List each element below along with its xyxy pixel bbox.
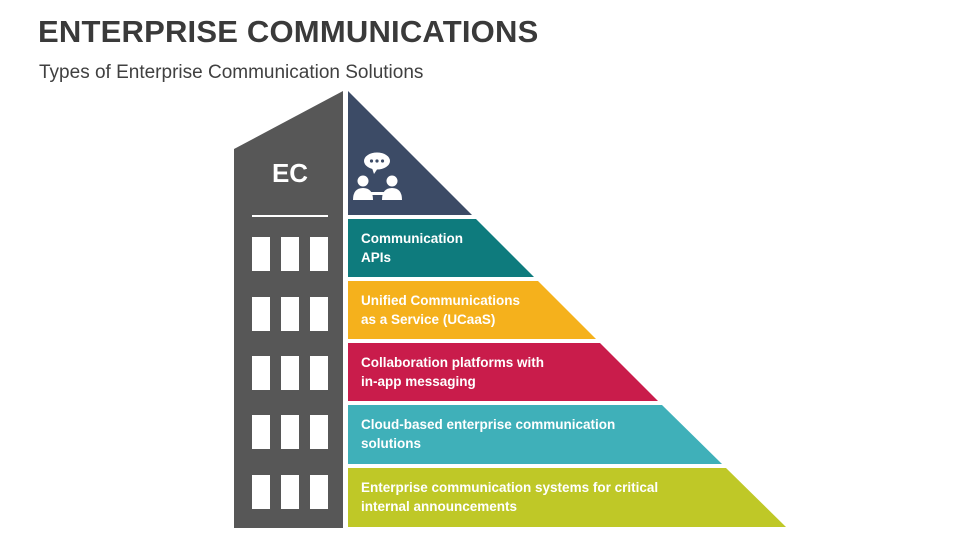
window-r4-c3 — [310, 415, 328, 449]
people-chat-icon — [353, 152, 402, 200]
window-r1-c3 — [310, 237, 328, 271]
page-subtitle: Types of Enterprise Communication Soluti… — [39, 62, 424, 83]
window-r4-c2 — [281, 415, 299, 449]
window-r5-c2 — [281, 475, 299, 509]
window-r3-c2 — [281, 356, 299, 390]
tier-2 — [348, 281, 596, 339]
window-r5-c1 — [252, 475, 270, 509]
tier-top — [348, 91, 472, 215]
tier-4-line-1: Cloud-based enterprise communication — [361, 417, 616, 432]
window-r1-c1 — [252, 237, 270, 271]
tier-5-label: Enterprise communication systems for cri… — [361, 478, 658, 516]
tier-3 — [348, 343, 658, 401]
window-r5-c3 — [310, 475, 328, 509]
tier-1 — [348, 219, 534, 277]
tier-3-label: Collaboration platforms with in-app mess… — [361, 353, 544, 391]
window-r1-c2 — [281, 237, 299, 271]
building — [234, 91, 343, 528]
tier-2-label: Unified Communications as a Service (UCa… — [361, 291, 520, 329]
tier-3-line-1: Collaboration platforms with — [361, 355, 545, 370]
tier-1-label: Communication APIs — [361, 229, 463, 267]
building-label: EC — [271, 158, 309, 188]
tier-2-line-1: Unified Communications — [361, 293, 521, 308]
window-r2-c1 — [252, 297, 270, 331]
window-r2-c2 — [281, 297, 299, 331]
tier-4-label: Cloud-based enterprise communication sol… — [361, 415, 615, 453]
tier-4-line-2: solutions — [361, 436, 421, 451]
window-r3-c1 — [252, 356, 270, 390]
tier-4 — [348, 405, 722, 464]
tier-5 — [348, 468, 786, 527]
page-title: ENTERPRISE COMMUNICATIONS — [38, 14, 539, 49]
tier-1-line-1: Communication — [361, 231, 464, 246]
window-r2-c3 — [310, 297, 328, 331]
tier-3-line-2: in-app messaging — [361, 374, 476, 389]
tier-1-line-2: APIs — [361, 250, 392, 265]
window-r4-c1 — [252, 415, 270, 449]
tier-2-line-2: as a Service (UCaaS) — [361, 312, 496, 327]
building-windows — [252, 237, 328, 509]
tier-5-line-2: internal announcements — [361, 499, 518, 514]
pyramid — [348, 91, 786, 527]
tier-5-line-1: Enterprise communication systems for cri… — [361, 480, 659, 495]
window-r3-c3 — [310, 356, 328, 390]
